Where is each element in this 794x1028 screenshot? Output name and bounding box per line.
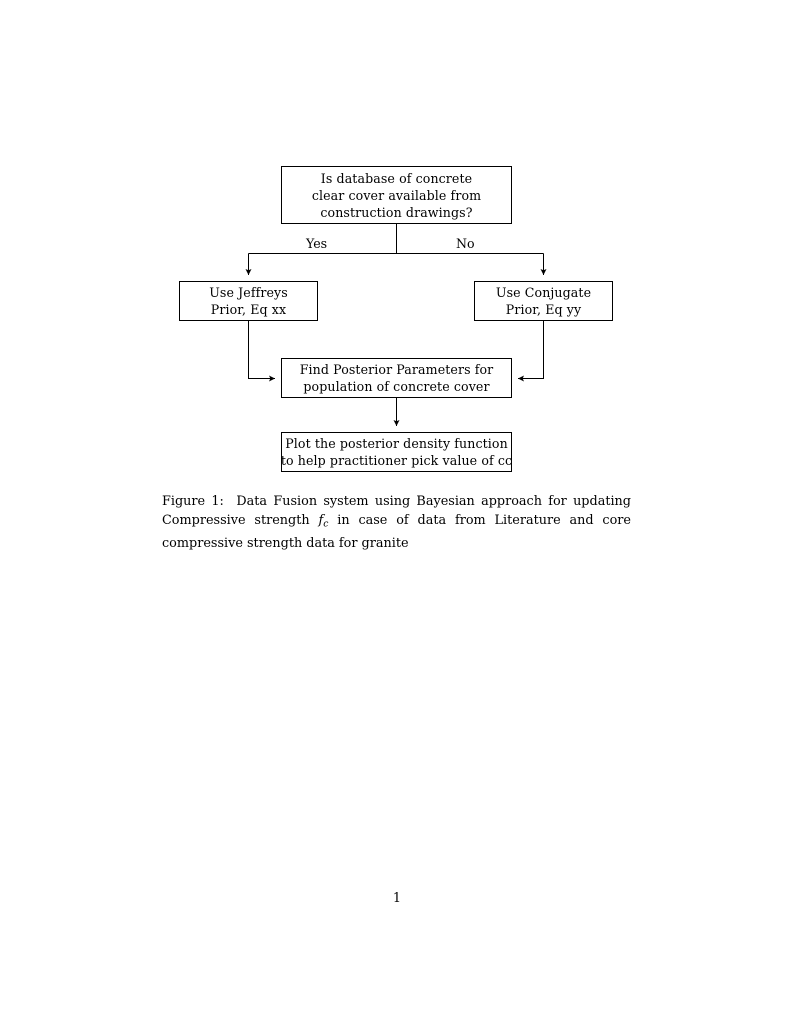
page-number: 1 (392, 891, 402, 906)
caption-math-subscript: c (323, 518, 329, 530)
node-jeffreys-prior: Use Jeffreys Prior, Eq xx (179, 281, 318, 321)
node-jeffreys-line-1: Use Jeffreys (209, 285, 288, 300)
node-plot-line-2: to help practitioner pick value of cc (280, 453, 513, 468)
caption-math-base: f (318, 513, 324, 529)
node-question-line-1: Is database of concrete (320, 170, 473, 186)
caption-text-before-math: Data Fusion system using Bayesian approa… (162, 494, 631, 529)
node-posterior-line-2: population of concrete cover (303, 379, 490, 394)
edge-label-no: No (456, 236, 475, 251)
caption-text-after-math: in case of data from Literature and core… (162, 513, 631, 551)
flowchart-connectors (245, 224, 547, 426)
node-plot-line-1: Plot the posterior density function (285, 436, 508, 451)
node-question-line-3: construction drawings? (320, 204, 473, 220)
node-posterior-line-1: Find Posterior Parameters for (299, 362, 494, 377)
node-find-posterior-parameters: Find Posterior Parameters for population… (281, 358, 512, 398)
caption-math-variable: fc (318, 513, 329, 530)
node-conjugate-line-2: Prior, Eq yy (505, 302, 582, 317)
node-question-line-2: clear cover available from (311, 187, 482, 203)
edge-jeffreys-to-posterior (248, 321, 275, 382)
node-plot-posterior-density: Plot the posterior density function to h… (281, 432, 512, 472)
edge-label-yes: Yes (306, 236, 328, 251)
node-question: Is database of concrete clear cover avai… (281, 166, 512, 224)
node-conjugate-prior: Use Conjugate Prior, Eq yy (474, 281, 613, 321)
edge-conjugate-to-posterior (518, 321, 544, 382)
caption-label: Figure 1: (162, 494, 224, 509)
node-conjugate-line-1: Use Conjugate (495, 285, 592, 300)
figure-flowchart: Is database of concrete clear cover avai… (0, 0, 794, 490)
node-jeffreys-line-2: Prior, Eq xx (210, 302, 287, 317)
figure-caption: Figure 1: Data Fusion system using Bayes… (162, 492, 631, 553)
